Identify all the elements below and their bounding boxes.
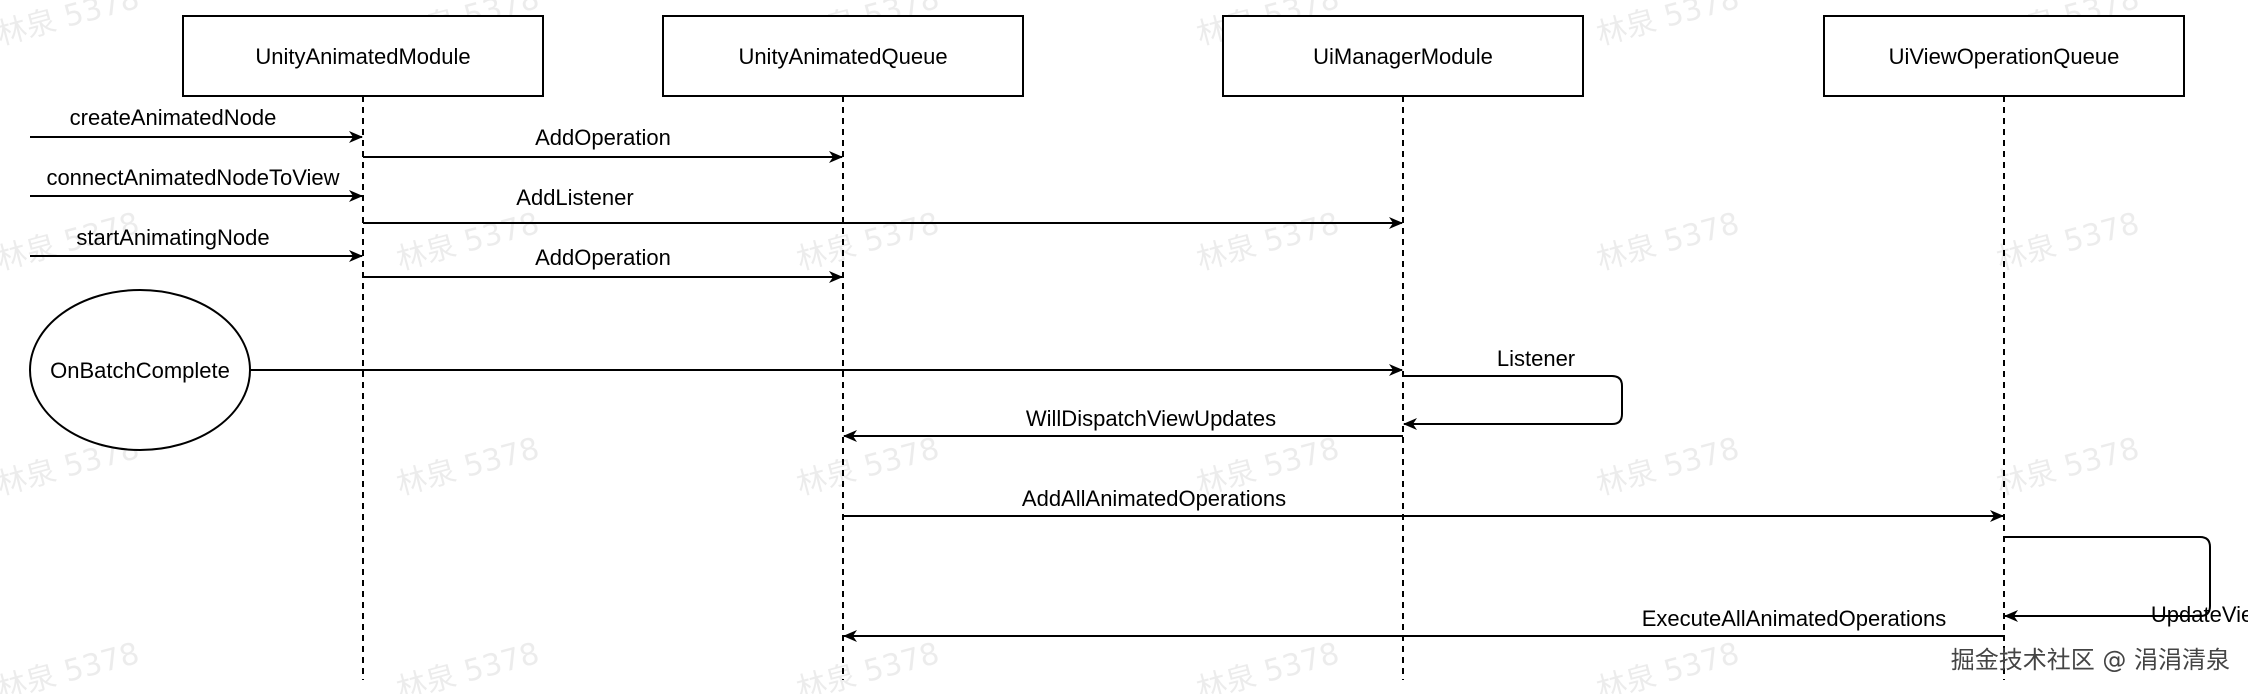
message-listener-label: Listener — [1497, 346, 1575, 371]
watermark-text: 林泉 5378 — [0, 636, 143, 694]
participant-label: UnityAnimatedModule — [255, 44, 470, 69]
message-add-operation-label: AddOperation — [535, 125, 671, 150]
message-start-animating-node-label: startAnimatingNode — [76, 225, 269, 250]
participant-ui-view-operation-queue[interactable]: UiViewOperationQueue — [1823, 15, 2185, 97]
participant-unity-animated-module[interactable]: UnityAnimatedModule — [182, 15, 544, 97]
watermark-text: 林泉 5378 — [0, 0, 143, 53]
message-create-animated-node-label: createAnimatedNode — [70, 105, 277, 130]
watermark-text: 林泉 5378 — [393, 206, 543, 278]
message-execute-all-animated-operations-label: ExecuteAllAnimatedOperations — [1642, 606, 1947, 631]
credit-text: 掘金技术社区 @ 涓涓清泉 — [1951, 646, 2230, 674]
watermark-text: 林泉 5378 — [1593, 431, 1743, 503]
watermark-layer: 林泉 5378 林泉 5378 林泉 5378 林泉 5378 林泉 5378 … — [0, 0, 2143, 694]
watermark-text: 林泉 5378 — [1193, 636, 1343, 694]
watermark-text: 林泉 5378 — [1593, 206, 1743, 278]
watermark-text: 林泉 5378 — [1193, 206, 1343, 278]
watermark-text: 林泉 5378 — [393, 431, 543, 503]
watermark-text: 林泉 5378 — [793, 636, 943, 694]
watermark-text: 林泉 5378 — [1593, 636, 1743, 694]
participant-label: UnityAnimatedQueue — [738, 44, 947, 69]
lifelines — [362, 96, 2005, 680]
watermark-text: 林泉 5378 — [1993, 431, 2143, 503]
message-add-all-animated-operations-label: AddAllAnimatedOperations — [1022, 486, 1286, 511]
watermark-text: 林泉 5378 — [1593, 0, 1743, 53]
event-on-batch-complete[interactable]: OnBatchComplete — [29, 289, 251, 451]
watermark-text: 林泉 5378 — [793, 431, 943, 503]
message-add-operation-2-label: AddOperation — [535, 245, 671, 270]
message-add-listener-label: AddListener — [516, 185, 633, 210]
message-connect-animated-node-to-view-label: connectAnimatedNodeToView — [46, 165, 339, 190]
message-update-view-label: UpdateView — [2151, 602, 2248, 627]
message-update-view-self-arrow — [2004, 536, 2211, 622]
participant-ui-manager-module[interactable]: UiManagerModule — [1222, 15, 1584, 97]
participant-label: UiManagerModule — [1313, 44, 1493, 69]
watermark-text: 林泉 5378 — [793, 206, 943, 278]
watermark-text: 林泉 5378 — [393, 636, 543, 694]
event-label: OnBatchComplete — [50, 358, 230, 383]
participant-label: UiViewOperationQueue — [1889, 44, 2120, 69]
message-listener-self-arrow — [1403, 375, 1623, 430]
watermark-text: 林泉 5378 — [1993, 206, 2143, 278]
participant-unity-animated-queue[interactable]: UnityAnimatedQueue — [662, 15, 1024, 97]
message-will-dispatch-view-updates-label: WillDispatchViewUpdates — [1026, 406, 1276, 431]
